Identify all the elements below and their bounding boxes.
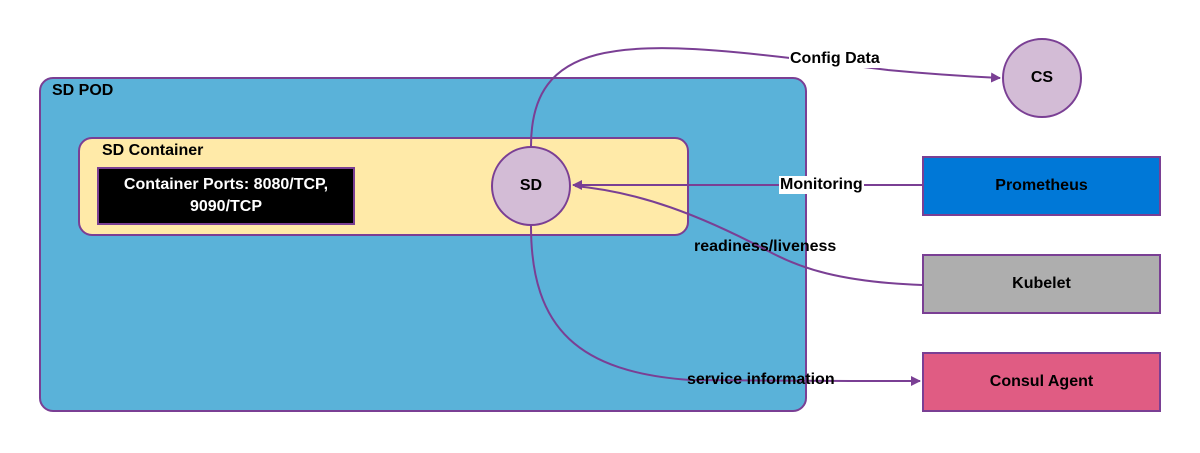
edge-service-information (530, 225, 921, 386)
consul-agent-node: Consul Agent (922, 352, 1161, 412)
kubelet-node: Kubelet (922, 254, 1161, 314)
edge-readiness (574, 185, 923, 286)
sd-pod-label: SD POD (52, 82, 114, 99)
edge-config-data (530, 47, 1001, 147)
container-ports-box: Container Ports: 8080/TCP, 9090/TCP (97, 167, 355, 225)
prometheus-node: Prometheus (922, 156, 1161, 216)
cs-node: CS (1002, 38, 1082, 118)
service-information-label: service information (687, 371, 835, 388)
readiness-liveness-label: readiness/liveness (694, 238, 837, 255)
sd-pod (39, 77, 807, 412)
config-data-label: Config Data (789, 50, 881, 68)
sd-node: SD (491, 146, 571, 226)
monitoring-label: Monitoring (779, 176, 864, 194)
sd-container-label: SD Container (102, 142, 204, 159)
